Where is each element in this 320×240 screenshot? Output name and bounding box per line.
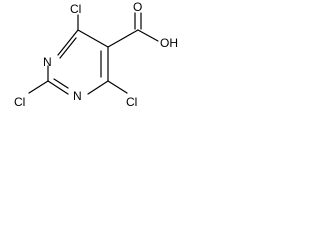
nitrogen-label-lower: N <box>73 89 82 103</box>
oxygen-label-carbonyl: O <box>133 0 142 14</box>
nitrogen-label-upper: N <box>43 55 52 69</box>
structure-diagram: Cl N Cl N Cl O OH <box>14 0 178 109</box>
bond-c4-c5 <box>77 29 109 48</box>
hydroxyl-label: OH <box>160 36 178 50</box>
chlorine-label-top: Cl <box>70 2 81 16</box>
chlorine-label-bottom-right: Cl <box>126 95 137 109</box>
bond-c5-carboxyl <box>107 29 139 48</box>
bond-c-oh <box>137 29 159 42</box>
bond-c6-cl <box>107 80 128 94</box>
chlorine-label-bottom-left: Cl <box>14 95 25 109</box>
bond-c4-n3 <box>57 29 79 56</box>
bond-n1-c2-inner <box>53 78 69 89</box>
bond-c2-cl <box>28 80 49 94</box>
bond-c4-n3-inner <box>59 37 77 59</box>
bond-c6-n1 <box>87 80 109 95</box>
bond-n1-c2-outer <box>47 80 69 95</box>
